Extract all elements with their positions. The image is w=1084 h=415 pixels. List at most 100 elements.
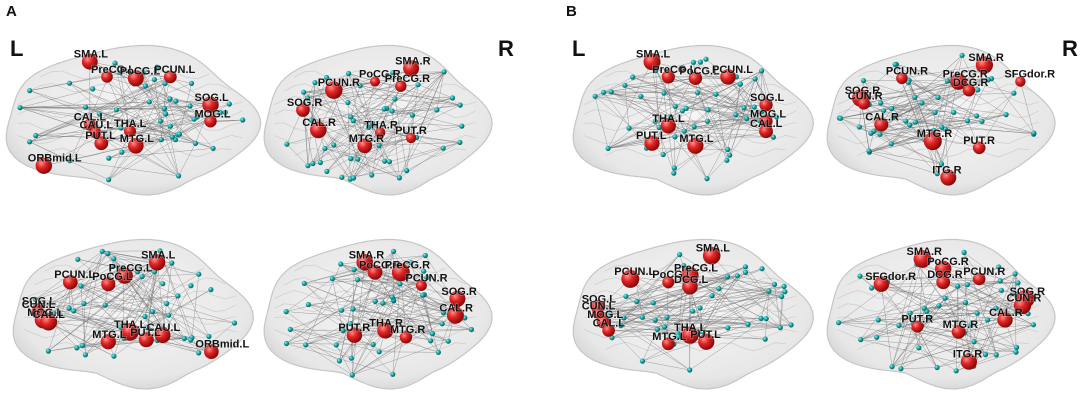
network-node	[175, 293, 181, 299]
network-node	[457, 102, 463, 108]
region-label: SMA.L	[636, 49, 671, 61]
connection-edge	[961, 55, 978, 90]
connection-edge	[305, 263, 341, 345]
network-node	[716, 286, 722, 292]
connection-edge	[85, 283, 163, 355]
network-node	[167, 123, 173, 129]
region-label: PoCG.R	[359, 69, 401, 81]
connection-edge	[286, 283, 401, 312]
network-node	[874, 334, 880, 340]
region-label: PreCG.L	[91, 64, 135, 76]
network-node	[724, 157, 730, 163]
network-node	[206, 333, 212, 340]
network-node	[704, 118, 711, 124]
network-node	[889, 364, 895, 370]
network-node	[677, 251, 683, 258]
connection-edge	[900, 367, 938, 369]
network-node	[71, 308, 77, 314]
connection-edge	[840, 118, 875, 132]
network-node	[139, 273, 145, 280]
network-node	[1011, 90, 1017, 96]
network-node	[690, 308, 696, 314]
connection-edge	[727, 76, 767, 122]
hub-node	[127, 70, 144, 87]
region-label: PCUN.L	[712, 64, 753, 76]
connection-edge	[318, 86, 401, 131]
network-node	[661, 90, 667, 96]
network-node	[921, 305, 927, 311]
network-node	[310, 160, 316, 167]
network-node	[935, 94, 941, 101]
connection-edge	[162, 262, 173, 336]
connection-edge	[859, 275, 922, 326]
connection-edge	[880, 64, 985, 104]
connection-edge	[755, 78, 777, 118]
brain-gyrus-line	[847, 83, 1029, 93]
network-node	[869, 285, 875, 291]
region-label: PCUN.L	[614, 266, 655, 278]
network-node	[934, 364, 940, 371]
connection-edge	[768, 290, 785, 292]
region-label: PUT.R	[395, 125, 427, 137]
connection-edge	[99, 100, 176, 115]
panel-letter-b: B	[566, 3, 577, 20]
region-label: SOG.R	[845, 85, 881, 97]
region-label: CAL.R	[865, 112, 899, 124]
connection-edge	[674, 111, 762, 169]
network-node	[345, 99, 351, 106]
brain-gyrus-line	[274, 328, 476, 339]
region-label: CAL.L	[33, 309, 66, 321]
region-label: ORBmid.L	[195, 339, 249, 351]
network-node	[759, 266, 765, 272]
hub-node	[911, 320, 924, 333]
region-label: ITG.R	[953, 349, 982, 361]
region-label: SOG.R	[1010, 286, 1046, 298]
connection-edge	[937, 324, 1034, 368]
network-node	[752, 76, 758, 82]
left-hemisphere-label-a: L	[10, 36, 23, 61]
network-node	[744, 115, 750, 121]
network-node	[745, 321, 751, 327]
region-label: SFGdor.R	[865, 271, 916, 283]
region-label: PoCG.L	[679, 65, 720, 77]
connection-edge	[353, 120, 380, 146]
region-label: SOG.L	[195, 92, 230, 104]
network-node	[370, 121, 376, 127]
connection-edge	[1020, 81, 1035, 134]
connection-edge	[368, 127, 400, 179]
network-node	[152, 269, 158, 275]
connection-edge	[774, 284, 781, 328]
connection-edge	[666, 317, 728, 329]
connection-edge	[869, 104, 938, 174]
connection-edge	[143, 72, 166, 115]
connection-edge	[290, 329, 340, 362]
region-label: PCUN.L	[54, 269, 95, 281]
connection-edge	[392, 296, 458, 307]
brain-gyrus-line	[604, 341, 786, 352]
connection-edge	[332, 278, 401, 285]
connection-edge	[20, 107, 165, 109]
connection-edge	[657, 329, 766, 340]
connection-edge	[924, 308, 1018, 313]
network-node	[348, 114, 354, 120]
connection-edge	[879, 130, 934, 135]
connection-edge	[286, 278, 333, 312]
network-node	[881, 108, 887, 114]
network-node	[339, 307, 345, 313]
network-node	[396, 175, 402, 181]
hub-node	[935, 260, 952, 278]
connection-edge	[168, 295, 179, 316]
connection-edge	[887, 281, 972, 325]
connection-edge	[668, 76, 672, 117]
network-node	[912, 119, 918, 125]
connection-edge	[991, 78, 1035, 134]
hub-node	[449, 290, 466, 307]
network-node	[161, 105, 168, 112]
connection-edge	[611, 333, 678, 338]
connection-edge	[191, 274, 200, 338]
hub-node	[357, 138, 373, 154]
connection-edge	[393, 299, 431, 341]
connection-edge	[399, 109, 438, 179]
network-node	[687, 367, 693, 373]
connection-edge	[164, 108, 179, 176]
